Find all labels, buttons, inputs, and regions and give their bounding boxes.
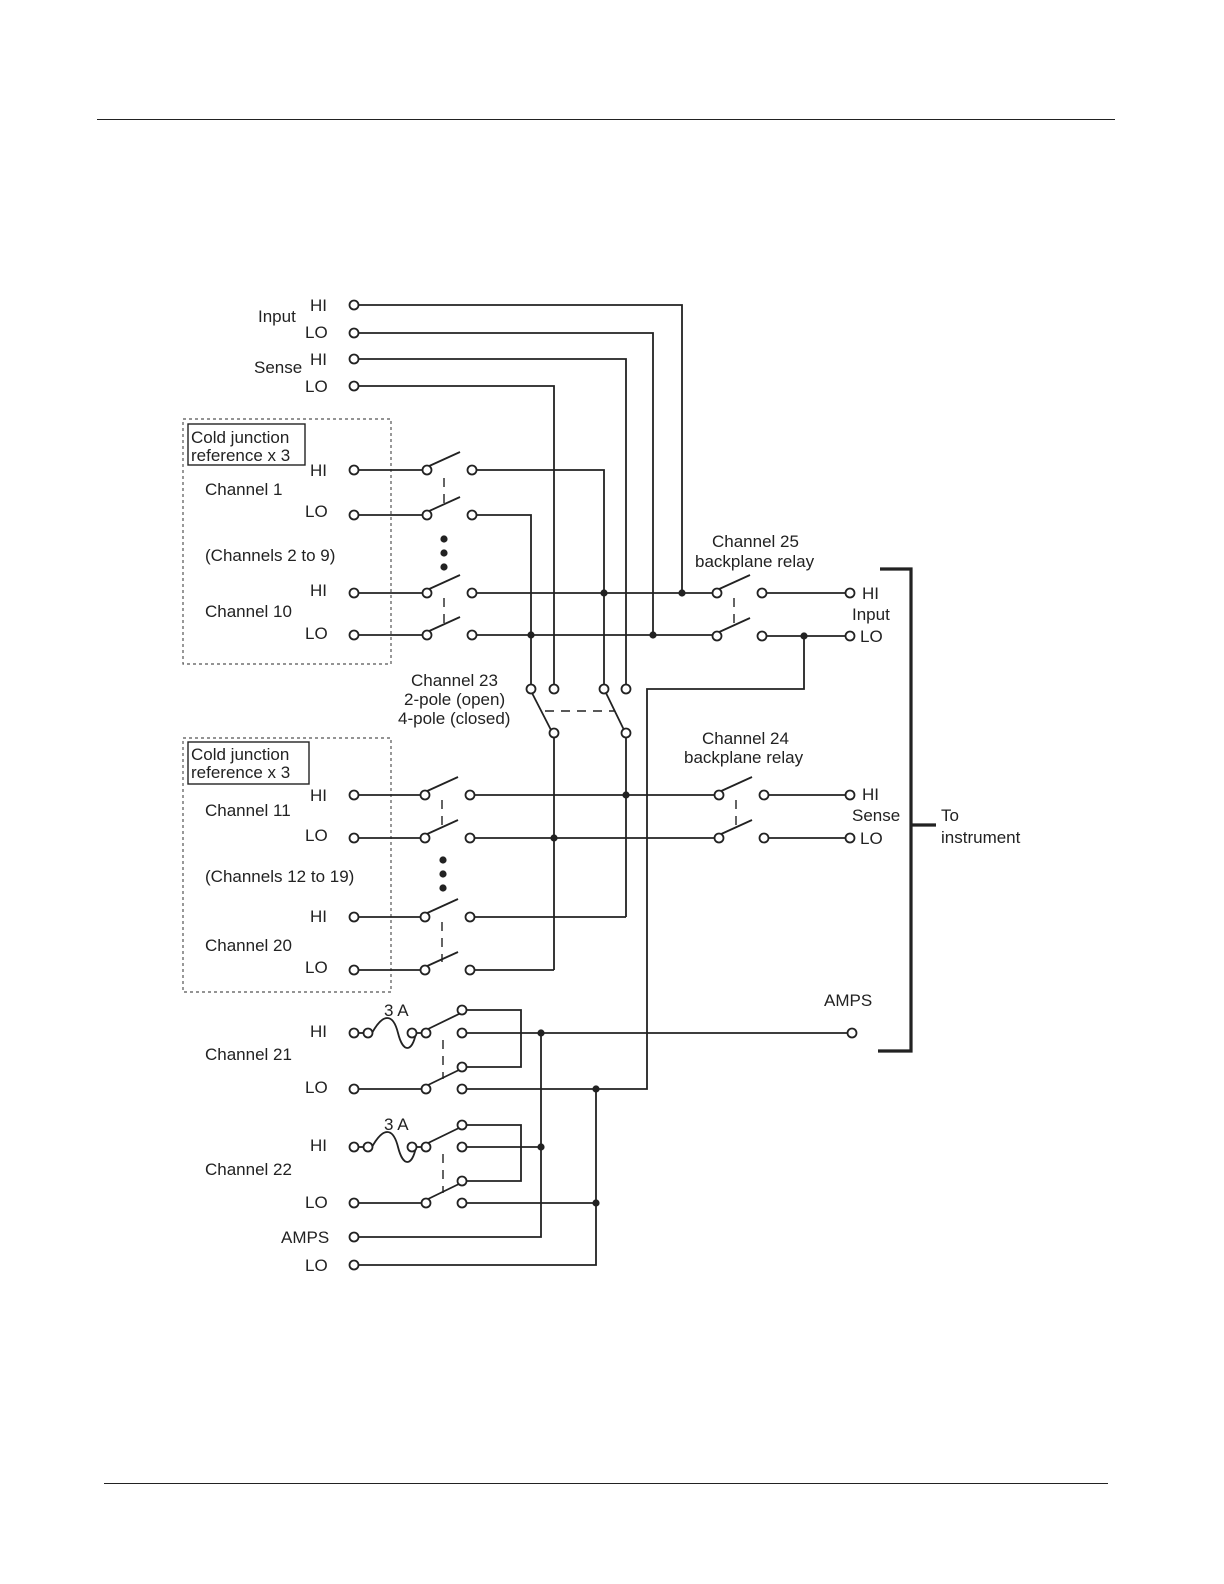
label-sense-lo: LO [305,377,328,396]
wiring [358,304,848,1266]
label-out-sense-lo: LO [860,829,883,848]
label-out-input: Input [852,605,890,624]
switch-blades [424,451,753,1201]
cold-junction-box-lower [187,741,310,785]
to-instrument-bracket [878,567,913,1053]
terminals [348,299,858,1271]
label-ch22-hi: HI [310,1136,327,1155]
label-channels-2-9: (Channels 2 to 9) [205,546,335,565]
label-sense-hi: HI [310,350,327,369]
cold-junction-box-upper [187,423,306,466]
label-channel-10: Channel 10 [205,602,292,621]
label-ch22-lo: LO [305,1193,328,1212]
label-fuse-22: 3 A [384,1115,409,1134]
ellipsis-dots [439,535,448,892]
label-ch21-lo: LO [305,1078,328,1097]
label-amps-terminal: AMPS [281,1228,329,1247]
label-ch11-hi: HI [310,786,327,805]
label-ch23-1: Channel 23 [411,671,498,690]
label-channels-12-19: (Channels 12 to 19) [205,867,354,886]
label-input-hi: HI [310,296,327,315]
label-ch20-lo: LO [305,958,328,977]
header-rule [97,119,1115,120]
label-ch1-hi: HI [310,461,327,480]
thermocouple-block-lower [182,737,392,993]
label-input: Input [258,307,296,326]
label-ch24-2: backplane relay [684,748,804,767]
label-ch10-hi: HI [310,581,327,600]
label-instrument: instrument [941,828,1021,847]
label-ch20-hi: HI [310,907,327,926]
label-out-input-lo: LO [860,627,883,646]
label-cold-junction-2a: Cold junction [191,745,289,764]
thermocouple-block-upper [182,418,392,665]
label-sense: Sense [254,358,302,377]
label-ch23-2: 2-pole (open) [404,690,505,709]
relay-linkages [441,478,737,1193]
label-to: To [941,806,959,825]
label-channel-21: Channel 21 [205,1045,292,1064]
label-out-sense: Sense [852,806,900,825]
label-cold-junction-1b: reference x 3 [191,446,290,465]
label-channel-11: Channel 11 [205,801,291,820]
label-fuse-21: 3 A [384,1001,409,1020]
label-ch11-lo: LO [305,826,328,845]
junction-dots [527,589,808,1207]
label-ch25-1: Channel 25 [712,532,799,551]
label-cold-junction-1a: Cold junction [191,428,289,447]
label-out-sense-hi: HI [862,785,879,804]
label-channel-1: Channel 1 [205,480,283,499]
label-ch25-2: backplane relay [695,552,815,571]
footer-rule [104,1483,1108,1484]
labels: Input HI LO Sense HI LO Cold junction re… [191,296,1021,1275]
label-channel-20: Channel 20 [205,936,292,955]
label-channel-22: Channel 22 [205,1160,292,1179]
label-input-lo: LO [305,323,328,342]
label-ch21-hi: HI [310,1022,327,1041]
label-amps-lo: LO [305,1256,328,1275]
label-ch1-lo: LO [305,502,328,521]
label-out-amps: AMPS [824,991,872,1010]
label-out-input-hi: HI [862,584,879,603]
label-ch24-1: Channel 24 [702,729,789,748]
label-ch23-3: 4-pole (closed) [398,709,510,728]
label-cold-junction-2b: reference x 3 [191,763,290,782]
label-ch10-lo: LO [305,624,328,643]
